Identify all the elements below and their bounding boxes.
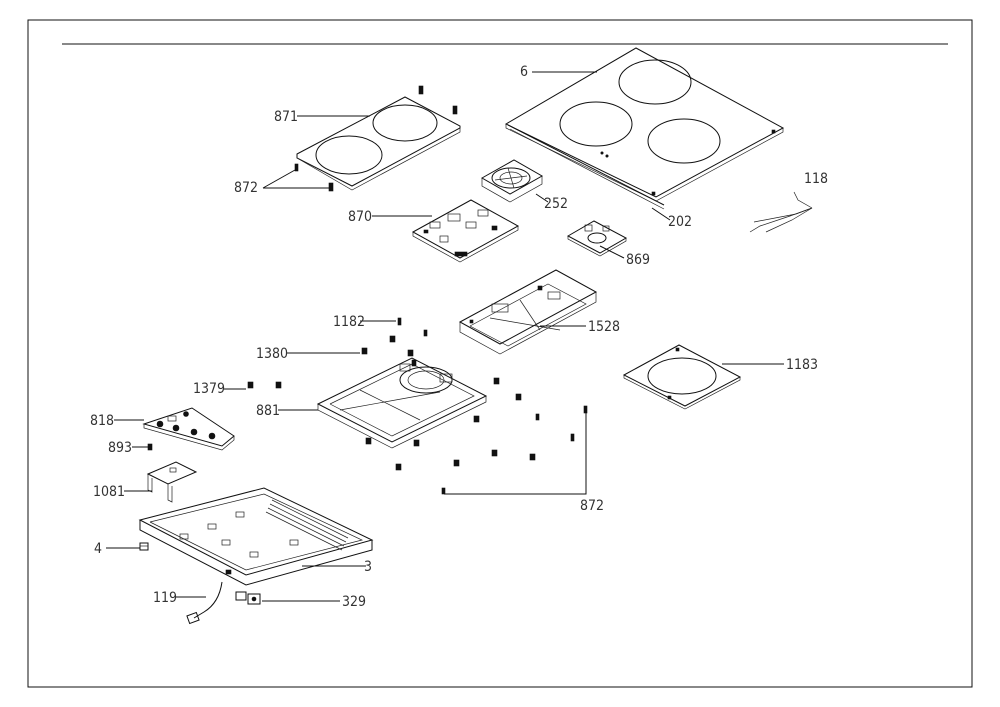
part-818-control-board xyxy=(142,407,235,451)
label-6: 6 xyxy=(520,64,528,80)
part-labels: 6 871 872 870 252 202 118 869 1182 1528 … xyxy=(90,64,828,610)
part-1081-bracket xyxy=(146,461,198,503)
part-893-part xyxy=(147,443,153,451)
fasteners-group xyxy=(247,317,588,495)
part-869-filter-board xyxy=(566,220,628,257)
label-4: 4 xyxy=(94,541,102,557)
part-6-glass-top xyxy=(504,47,785,202)
label-1380: 1380 xyxy=(256,346,288,362)
part-3-base-pan xyxy=(138,487,374,586)
label-252: 252 xyxy=(544,196,568,212)
part-881-chassis xyxy=(316,357,488,449)
label-870: 870 xyxy=(348,209,372,225)
part-329-terminal xyxy=(235,591,261,605)
label-118: 118 xyxy=(804,171,828,187)
part-202-trim xyxy=(507,124,665,210)
label-3: 3 xyxy=(364,559,372,575)
label-871: 871 xyxy=(274,109,298,125)
label-818: 818 xyxy=(90,413,114,429)
part-871-plate xyxy=(294,85,461,192)
label-1081: 1081 xyxy=(93,484,125,500)
part-119-mains-cable xyxy=(186,581,223,625)
sheet-border xyxy=(27,19,973,688)
label-1182: 1182 xyxy=(333,314,365,330)
label-202: 202 xyxy=(668,214,692,230)
label-1183: 1183 xyxy=(786,357,818,373)
label-893: 893 xyxy=(108,440,132,456)
part-1183-plate xyxy=(622,344,742,410)
label-872-bottom: 872 xyxy=(580,498,604,514)
label-881: 881 xyxy=(256,403,280,419)
part-870-board xyxy=(411,199,520,263)
part-252-fan xyxy=(480,159,544,203)
leader-lines xyxy=(106,71,784,602)
label-1379: 1379 xyxy=(193,381,225,397)
label-869: 869 xyxy=(626,252,650,268)
label-329: 329 xyxy=(342,594,366,610)
part-1528-frame xyxy=(458,269,598,355)
label-1528: 1528 xyxy=(588,319,620,335)
part-118-cable xyxy=(749,191,813,233)
label-872-top: 872 xyxy=(234,180,258,196)
label-119: 119 xyxy=(153,590,177,606)
part-4-foot xyxy=(139,542,149,551)
vent-slots xyxy=(265,499,349,551)
